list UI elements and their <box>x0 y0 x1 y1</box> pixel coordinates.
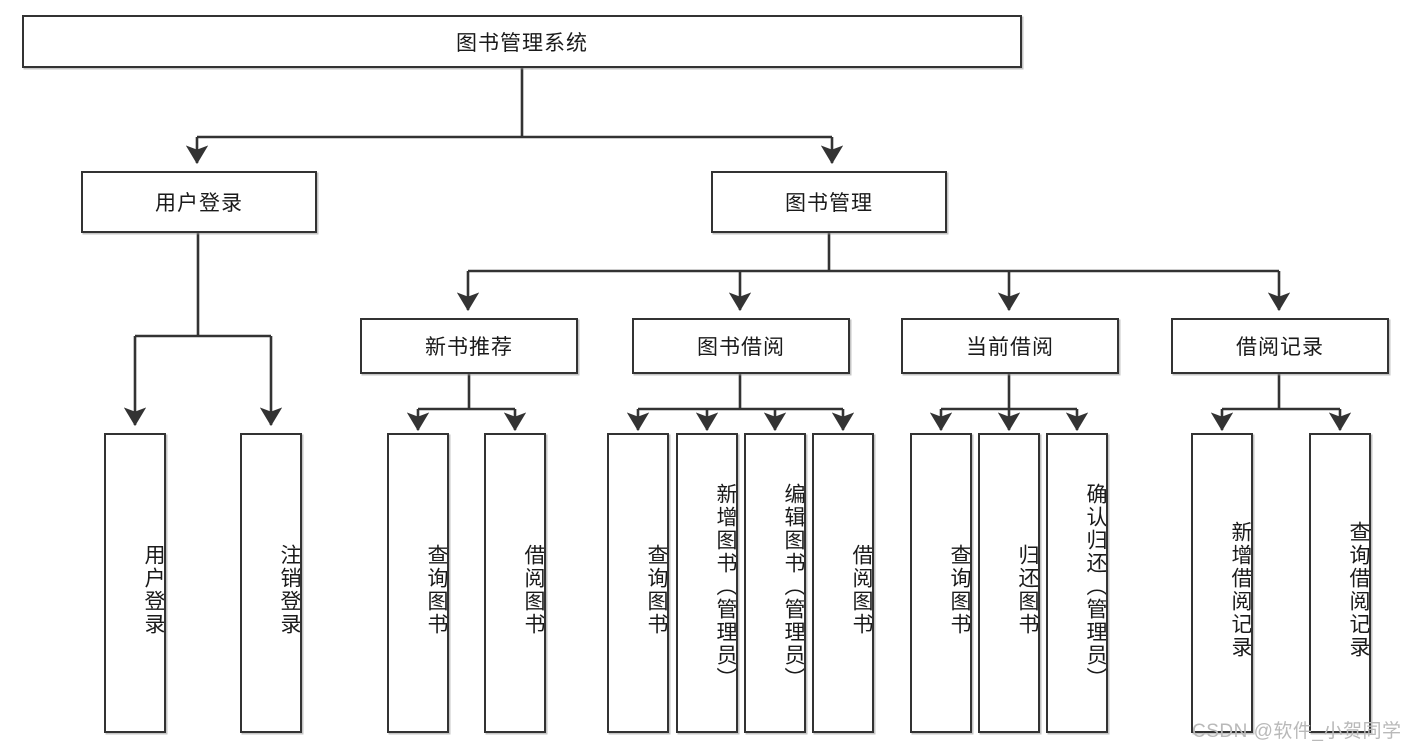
node-root-label: 图书管理系统 <box>456 31 588 55</box>
leaf-borrow-edit-book[interactable]: 编辑图书（管理员） <box>744 433 806 733</box>
node-borrow-record-label: 借阅记录 <box>1236 336 1324 359</box>
leaf-record-query-record[interactable]: 查询借阅记录 <box>1309 433 1371 733</box>
node-book-borrow-label: 图书借阅 <box>697 336 785 359</box>
leaf-current-query-book-label: 查询图书 <box>948 544 971 636</box>
leaf-current-confirm-return-label: 确认归还（管理员） <box>1084 482 1107 690</box>
leaf-current-return-book[interactable]: 归还图书 <box>978 433 1040 733</box>
leaf-recommend-borrow-book-label: 借阅图书 <box>522 544 545 636</box>
leaf-borrow-query-book[interactable]: 查询图书 <box>607 433 669 733</box>
node-new-book-recommend[interactable]: 新书推荐 <box>360 318 578 374</box>
leaf-recommend-borrow-book[interactable]: 借阅图书 <box>484 433 546 733</box>
leaf-borrow-edit-book-label: 编辑图书（管理员） <box>782 482 805 690</box>
node-book-management[interactable]: 图书管理 <box>711 171 947 233</box>
leaf-user-login-signout[interactable]: 注销登录 <box>240 433 302 733</box>
node-current-borrow[interactable]: 当前借阅 <box>901 318 1119 374</box>
leaf-user-login-signout-label: 注销登录 <box>278 544 301 636</box>
leaf-borrow-query-book-label: 查询图书 <box>645 544 668 636</box>
leaf-recommend-query-book[interactable]: 查询图书 <box>387 433 449 733</box>
leaf-user-login-signin-label: 用户登录 <box>142 544 165 636</box>
leaf-borrow-add-book[interactable]: 新增图书（管理员） <box>676 433 738 733</box>
leaf-recommend-query-book-label: 查询图书 <box>425 544 448 636</box>
leaf-user-login-signin[interactable]: 用户登录 <box>104 433 166 733</box>
leaf-borrow-borrow-book-label: 借阅图书 <box>850 544 873 636</box>
leaf-borrow-add-book-label: 新增图书（管理员） <box>714 482 737 690</box>
node-borrow-record[interactable]: 借阅记录 <box>1171 318 1389 374</box>
csdn-watermark: CSDN @软件_小贺同学 <box>1192 721 1402 742</box>
leaf-borrow-borrow-book[interactable]: 借阅图书 <box>812 433 874 733</box>
node-book-management-label: 图书管理 <box>785 192 873 215</box>
node-root[interactable]: 图书管理系统 <box>22 15 1022 68</box>
leaf-record-add-record[interactable]: 新增借阅记录 <box>1191 433 1253 733</box>
node-current-borrow-label: 当前借阅 <box>966 336 1054 359</box>
node-new-book-recommend-label: 新书推荐 <box>425 336 513 359</box>
leaf-record-add-record-label: 新增借阅记录 <box>1229 521 1252 659</box>
leaf-current-return-book-label: 归还图书 <box>1016 544 1039 636</box>
leaf-current-query-book[interactable]: 查询图书 <box>910 433 972 733</box>
node-book-borrow[interactable]: 图书借阅 <box>632 318 850 374</box>
node-user-login-label: 用户登录 <box>155 192 243 215</box>
leaf-current-confirm-return[interactable]: 确认归还（管理员） <box>1046 433 1108 733</box>
node-user-login[interactable]: 用户登录 <box>81 171 317 233</box>
leaf-record-query-record-label: 查询借阅记录 <box>1347 521 1370 659</box>
